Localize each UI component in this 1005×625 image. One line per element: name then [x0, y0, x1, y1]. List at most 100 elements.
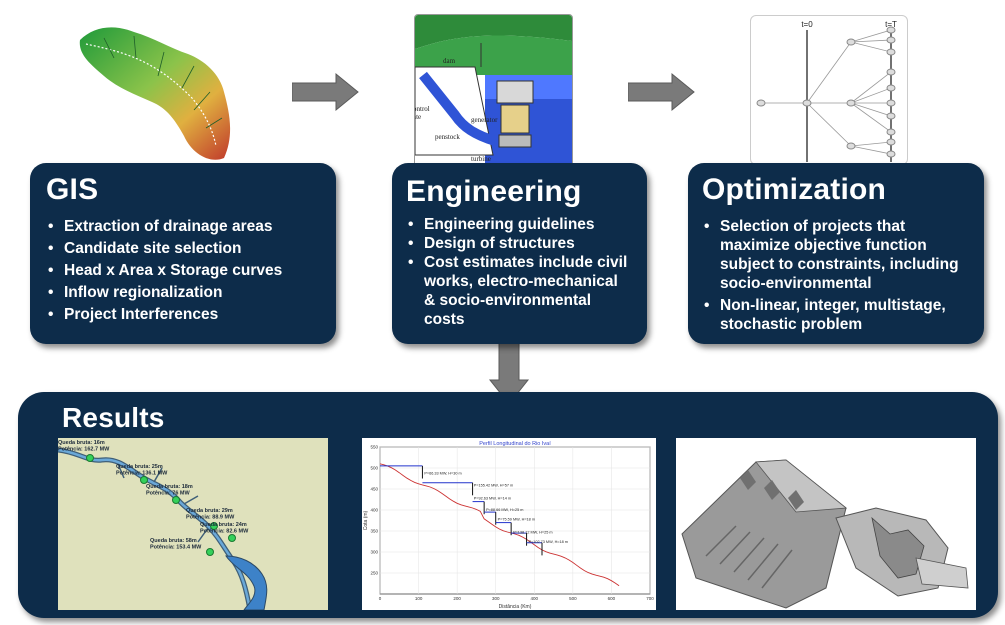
engineering-item: Design of structures: [406, 234, 633, 253]
turbine-label: turbine: [471, 155, 491, 163]
dam-label: dam: [443, 57, 456, 65]
scenario-tree-diagram: t=0 t=T: [750, 15, 908, 165]
control-gate-label-2: ate: [415, 113, 421, 121]
optimization-title: Optimization: [702, 173, 887, 206]
site-annotation: P=92.63 MW, H=14 m: [474, 497, 511, 501]
tree-node: [846, 99, 856, 107]
engineering-item: Engineering guidelines: [406, 215, 633, 234]
y-tick-label: 350: [370, 529, 378, 534]
chart-title: Perfil Longitudinal do Rio Ivaí: [479, 441, 551, 447]
tree-edge: [850, 102, 892, 133]
engineering-item: Cost estimates include civil works, elec…: [406, 253, 633, 329]
site-annotation: P=138.12 MW, H=25 m: [513, 531, 552, 535]
gis-item: Head x Area x Storage curves: [46, 261, 320, 280]
tree-edge: [850, 87, 892, 104]
site-head-label: Queda bruta: 18m: [146, 484, 193, 490]
y-tick-label: 300: [370, 550, 378, 555]
t0-label: t=0: [801, 20, 813, 29]
engineering-panel: Engineering Engineering guidelines Desig…: [392, 163, 647, 344]
optimization-item: Selection of projects that maximize obje…: [702, 217, 970, 293]
site-head-label: Queda bruta: 58m: [150, 538, 197, 544]
river-profile-line: [379, 463, 620, 587]
tree-node: [886, 112, 896, 120]
site-marker: [228, 534, 236, 542]
gis-item: Extraction of drainage areas: [46, 217, 320, 236]
site-marker: [210, 522, 218, 530]
site-annotation: P=88.66 MW, H=25 m: [486, 508, 523, 512]
x-tick-label: 300: [492, 596, 500, 601]
site-annotation: P=102.73 MW, H=18 m: [529, 540, 568, 544]
gis-title: GIS: [46, 173, 99, 206]
site-marker: [86, 454, 94, 462]
tree-edge: [850, 39, 892, 43]
tree-edge: [850, 141, 892, 147]
x-tick-label: 0: [379, 596, 382, 601]
x-tick-label: 400: [531, 596, 539, 601]
gis-panel: GIS Extraction of drainage areas Candida…: [30, 163, 336, 344]
tree-node: [886, 48, 896, 56]
tree-edge: [806, 41, 852, 104]
x-tick-label: 700: [646, 596, 654, 601]
optimization-list: Selection of projects that maximize obje…: [702, 217, 970, 334]
tree-node: [886, 68, 896, 76]
generator-label: generator: [471, 116, 498, 124]
right-arrow-2: [627, 72, 696, 117]
tree-node: [886, 128, 896, 136]
site-head-label: Queda bruta: 16m: [58, 440, 105, 446]
tree-node: [886, 84, 896, 92]
site-power-label: Potência: 88.9 MW: [186, 515, 235, 521]
site-head-label: Queda bruta: 29m: [186, 508, 233, 514]
x-tick-label: 100: [415, 596, 423, 601]
dam-3d-rendering: [676, 438, 976, 610]
tree-edge: [850, 145, 892, 155]
site-annotation: P=155.42 MW, H=57 m: [474, 483, 513, 487]
tree-edge: [850, 102, 892, 117]
y-axis-label: Cota (m): [363, 510, 369, 530]
x-axis-label: Distância (Km): [499, 604, 532, 610]
site-marker: [140, 476, 148, 484]
plot-area: [379, 446, 651, 595]
tree-edge: [850, 41, 892, 53]
y-tick-label: 250: [370, 571, 378, 576]
results-title: Results: [62, 402, 165, 433]
gis-item: Candidate site selection: [46, 239, 320, 258]
engineering-list: Engineering guidelines Design of structu…: [406, 215, 633, 329]
tree-edge: [850, 29, 892, 43]
gis-list: Extraction of drainage areas Candidate s…: [46, 217, 320, 324]
tree-node: [886, 26, 896, 34]
tree-node: [886, 138, 896, 146]
site-marker: [206, 548, 214, 556]
tree-node: [802, 99, 812, 107]
right-arrow-1: [291, 72, 360, 117]
watershed-map-image: [74, 18, 242, 164]
tT-label: t=T: [885, 20, 897, 29]
hydropower-dam-diagram: dam ontrol ate generator penstock turbin…: [414, 14, 573, 168]
y-tick-label: 500: [370, 466, 378, 471]
optimization-panel: Optimization Selection of projects that …: [688, 163, 984, 344]
site-head-label: Queda bruta: 25m: [116, 464, 163, 470]
y-tick-label: 450: [370, 487, 378, 492]
tree-node: [886, 150, 896, 158]
tree-node: [886, 36, 896, 44]
y-tick-label: 400: [370, 508, 378, 513]
penstock-label: penstock: [435, 133, 460, 141]
x-tick-label: 500: [569, 596, 577, 601]
x-tick-label: 200: [453, 596, 461, 601]
site-marker: [172, 496, 180, 504]
site-power-label: Potência: 162.7 MW: [58, 447, 110, 453]
tree-edge: [806, 102, 852, 147]
optimization-item: Non-linear, integer, multistage, stochas…: [702, 296, 970, 334]
site-head-label: Queda bruta: 24m: [200, 522, 247, 528]
tree-node: [886, 99, 896, 107]
tree-root-node: [756, 99, 766, 107]
site-power-label: Potência: 136.1 MW: [116, 471, 168, 477]
site-power-label: Potência: 153.4 MW: [150, 545, 202, 551]
control-gate-label: ontrol: [415, 105, 430, 113]
site-annotation: P=66.33 MW, H=30 m: [424, 472, 461, 476]
engineering-title: Engineering: [406, 175, 582, 208]
y-tick-label: 550: [370, 445, 378, 450]
gis-item: Project Interferences: [46, 305, 320, 324]
site-power-label: Potência: 76 MW: [146, 491, 191, 497]
tree-edge: [850, 71, 892, 104]
